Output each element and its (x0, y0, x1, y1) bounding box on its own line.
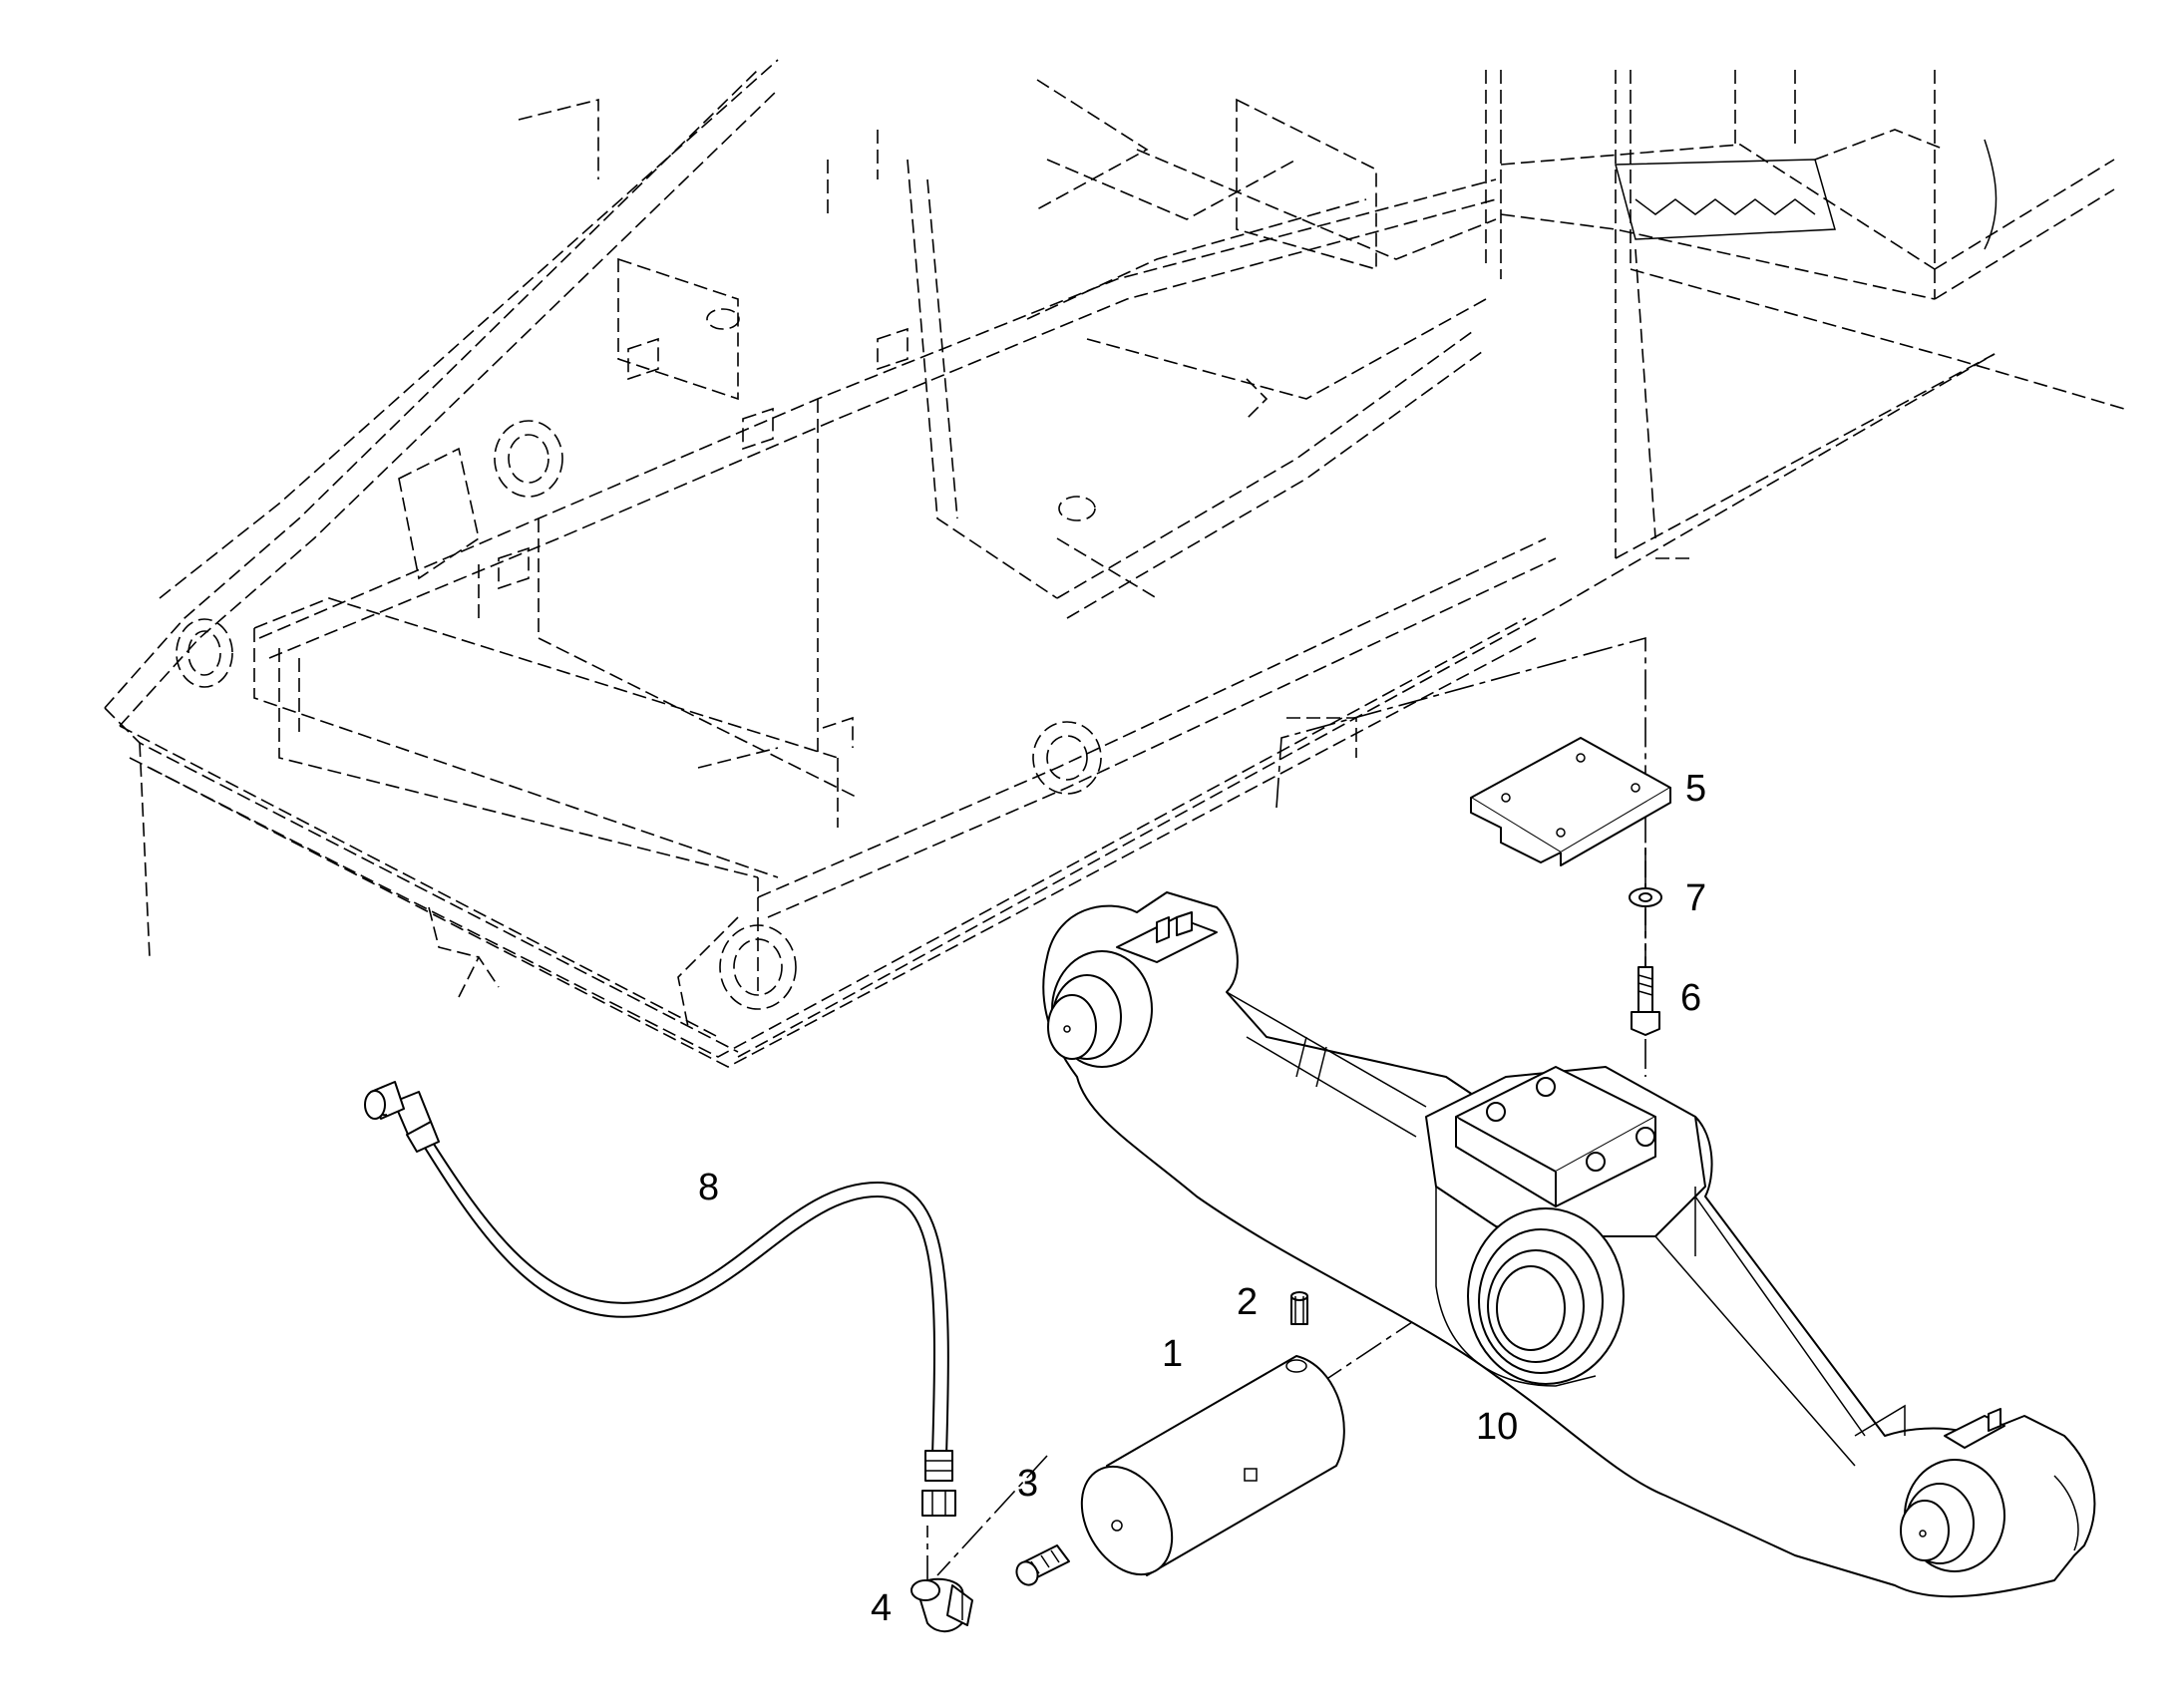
callout-7: 7 (1685, 877, 1706, 919)
bolt (1631, 966, 1660, 1036)
elbow-fitting (910, 1577, 973, 1633)
washer (1629, 887, 1662, 907)
hydraulic-hose (364, 1081, 956, 1517)
machine-frame (104, 59, 2125, 1068)
grease-nipple (1015, 1544, 1070, 1586)
callout-8: 8 (698, 1167, 719, 1208)
dowel-pin (1290, 1291, 1308, 1325)
callout-5: 5 (1685, 768, 1706, 810)
callout-3: 3 (1017, 1463, 1038, 1505)
callout-6: 6 (1680, 977, 1701, 1019)
callout-10: 10 (1476, 1406, 1518, 1448)
callout-4: 4 (871, 1587, 892, 1629)
callout-1: 1 (1162, 1333, 1183, 1375)
pad-plate (1470, 737, 1671, 866)
axle-pin (1080, 1355, 1345, 1576)
callout-2: 2 (1237, 1281, 1258, 1323)
axle-beam (1042, 891, 2096, 1598)
callout-labels: 1 2 3 4 5 6 7 8 10 (698, 768, 1706, 1629)
